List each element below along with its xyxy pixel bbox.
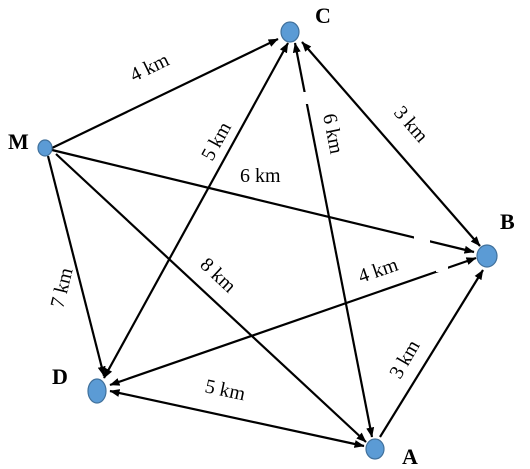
edge-label-m-b: 6 km [240,165,281,187]
node-label-m: M [8,129,29,154]
node-labels: M C B A D [8,3,515,469]
edge-label-c-b: 3 km [389,102,433,147]
node-b [476,244,498,268]
edge-label-b-d: 4 km [355,254,401,288]
node-m [37,139,53,157]
edge-a-b [379,269,484,438]
edge-m-d [46,155,106,377]
edge-label-c-d: 5 km [197,118,236,165]
edge-gap-2 [414,233,430,245]
node-c [280,21,300,43]
edges [46,38,484,448]
edge-label-m-c: 4 km [127,49,173,87]
node-d [87,378,107,404]
nodes [37,21,498,460]
edge-c-d [103,42,289,379]
edge-label-c-a: 6 km [318,112,347,156]
edge-d-a [109,389,365,448]
edge-label-m-d: 7 km [47,265,78,310]
node-label-b: B [500,209,515,234]
edge-label-d-a: 5 km [203,375,248,405]
node-label-c: C [315,3,331,28]
node-label-d: D [52,364,68,389]
edge-b-d [109,256,477,387]
edge-gap-3 [436,262,448,272]
node-label-a: A [402,444,418,469]
node-a [365,438,385,460]
edge-gap-1 [298,92,314,104]
